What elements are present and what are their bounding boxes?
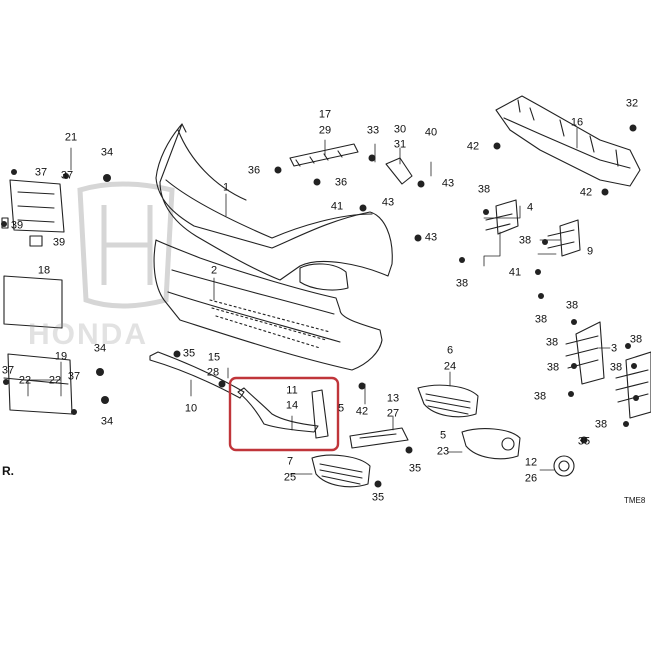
fasteners [1, 124, 639, 488]
callout-42: 42 [355, 405, 369, 418]
fog-light [553, 455, 575, 477]
upper-bumper-cover [155, 123, 393, 281]
callout-16: 16 [570, 116, 584, 129]
highlight-frame [228, 376, 340, 452]
callout-38: 38 [594, 418, 608, 431]
license-plate-brackets [1, 179, 73, 415]
callout-24: 24 [443, 360, 457, 373]
callout-21: 21 [64, 131, 78, 144]
callout-2: 2 [210, 264, 218, 277]
callout-36: 36 [247, 164, 261, 177]
callout-27: 27 [386, 407, 400, 420]
callout-17: 17 [318, 108, 332, 121]
callout-34: 34 [100, 146, 114, 159]
fog-light-grille-left [311, 454, 371, 488]
callout-35: 35 [182, 347, 196, 360]
callout-22: 22 [18, 374, 32, 387]
callout-38: 38 [477, 183, 491, 196]
callout-18: 18 [37, 264, 51, 277]
callout-38: 38 [565, 299, 579, 312]
callout-28: 28 [206, 366, 220, 379]
callout-38: 38 [546, 361, 560, 374]
callout-26: 26 [524, 472, 538, 485]
upper-brackets [289, 143, 413, 185]
callout-29: 29 [318, 124, 332, 137]
callout-38: 38 [609, 361, 623, 374]
corner-text: R. [2, 464, 14, 478]
callout-37: 37 [1, 364, 15, 377]
callout-39: 39 [52, 236, 66, 249]
callout-38: 38 [545, 336, 559, 349]
bumper-beam [495, 95, 641, 187]
callout-41: 41 [330, 200, 344, 213]
callout-5: 5 [439, 429, 447, 442]
callout-38: 38 [518, 234, 532, 247]
callout-13: 13 [386, 392, 400, 405]
side-garnish [237, 387, 329, 439]
callout-34: 34 [93, 342, 107, 355]
callout-34: 34 [100, 415, 114, 428]
callout-38: 38 [455, 277, 469, 290]
callout-15: 15 [207, 351, 221, 364]
callout-43: 43 [424, 231, 438, 244]
callout-31: 31 [393, 138, 407, 151]
callout-6: 6 [446, 344, 454, 357]
leader-lines [27, 127, 611, 475]
callout-22: 22 [48, 374, 62, 387]
callout-35: 35 [577, 435, 591, 448]
callout-37: 37 [67, 370, 81, 383]
callout-35: 35 [371, 491, 385, 504]
callout-37: 37 [34, 166, 48, 179]
callout-41: 41 [508, 266, 522, 279]
callout-10: 10 [184, 402, 198, 415]
lower-bumper-cover [153, 239, 383, 371]
fog-light-grille-right [417, 384, 521, 460]
callout-1: 1 [222, 181, 230, 194]
honda-logo-watermark [77, 181, 175, 309]
callout-38: 38 [533, 390, 547, 403]
callout-9: 9 [586, 245, 594, 258]
watermark-text: HONDA [28, 318, 148, 351]
callout-42: 42 [579, 186, 593, 199]
callout-30: 30 [393, 123, 407, 136]
callout-11: 11 [286, 384, 298, 397]
callout-37: 37 [60, 169, 74, 182]
callout-40: 40 [424, 126, 438, 139]
callout-39: 39 [10, 219, 24, 232]
callout-33: 33 [366, 124, 380, 137]
callout-42: 42 [466, 140, 480, 153]
callout-23: 23 [436, 445, 450, 458]
callout-12: 12 [524, 456, 538, 469]
callout-38: 38 [534, 313, 548, 326]
callout-38: 38 [629, 333, 643, 346]
callout-7: 7 [286, 455, 294, 468]
callout-35: 35 [408, 462, 422, 475]
callout-5: 5 [337, 402, 345, 415]
lower-bracket [349, 427, 409, 449]
callout-36: 36 [334, 176, 348, 189]
callout-43: 43 [381, 196, 395, 209]
callout-14: 14 [285, 399, 299, 412]
callout-4: 4 [526, 201, 534, 214]
callout-3: 3 [610, 342, 618, 355]
callout-32: 32 [625, 97, 639, 110]
callout-43: 43 [441, 177, 455, 190]
callout-19: 19 [54, 350, 68, 363]
drawing-code: TME8 [624, 496, 646, 505]
callout-25: 25 [283, 471, 297, 484]
